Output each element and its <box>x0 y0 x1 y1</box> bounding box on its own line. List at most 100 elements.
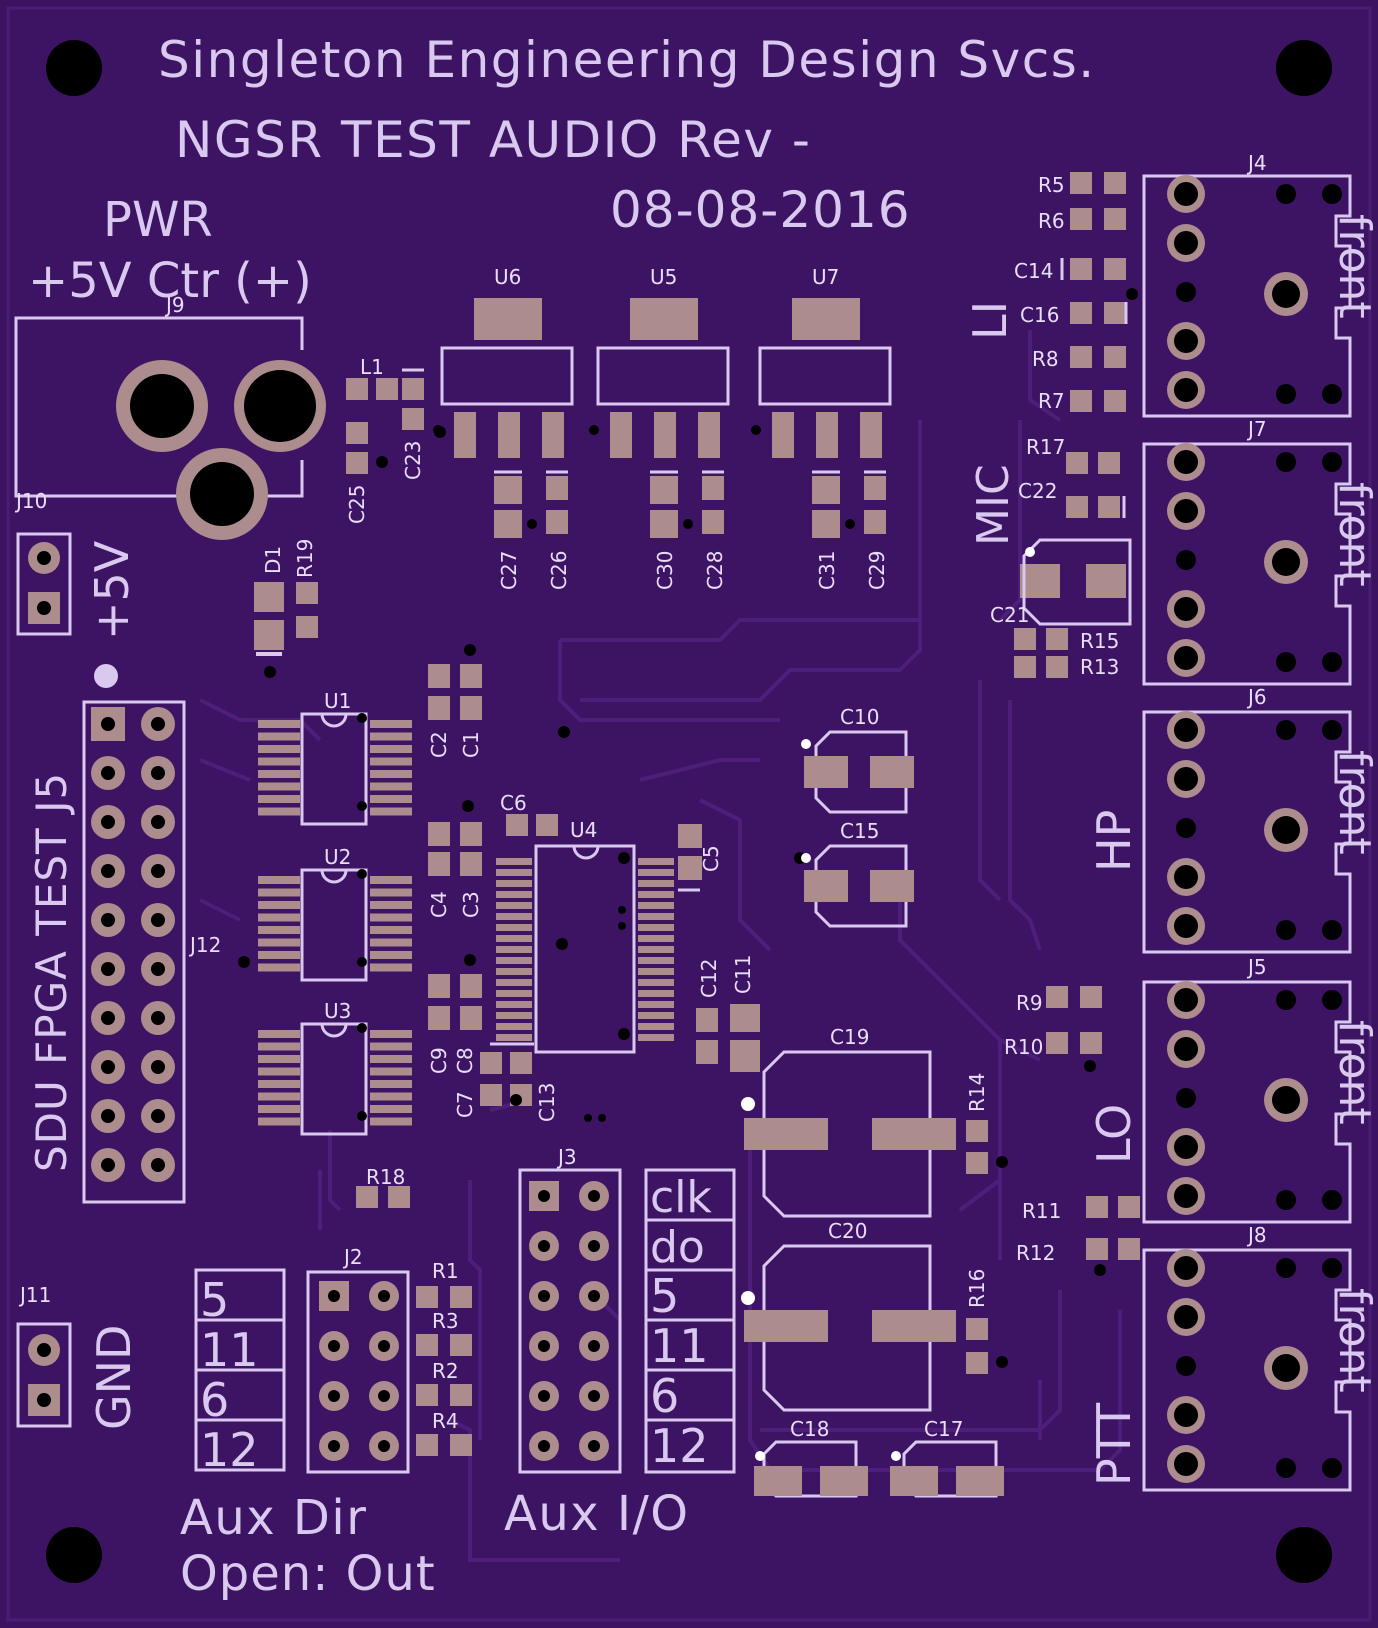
aux-dir: 5 11 6 12 J2 Aux Dir Open: Out <box>180 1245 436 1602</box>
aux-io: J3 clk do 5 11 6 12 Aux I/O <box>504 1145 736 1542</box>
reg-ref-u5: U5 <box>650 265 677 289</box>
mount-hole-bl <box>46 1527 102 1583</box>
c3-ref: C3 <box>459 891 483 918</box>
c11-ref: C11 <box>731 955 755 994</box>
r1-ref: R1 <box>432 1259 459 1283</box>
j10-ref: J10 <box>14 489 47 513</box>
aux-io-pin-1: clk <box>650 1172 712 1223</box>
c8-ref: C8 <box>453 1047 477 1074</box>
header-line1: Singleton Engineering Design Svcs. <box>158 31 1096 89</box>
aux-dir-pin-4: 12 <box>200 1423 259 1477</box>
aux-dir-caption2: Open: Out <box>180 1546 436 1602</box>
jack-ref-j7: J7 <box>1246 417 1267 441</box>
gnd-label: GND <box>87 1325 141 1430</box>
j10-pins <box>28 542 60 624</box>
jack-label-li: LI <box>963 301 1017 340</box>
traces <box>199 330 1122 1562</box>
r5-ref: R5 <box>1038 173 1065 197</box>
reg-ref-u6: U6 <box>494 265 521 289</box>
passives-center <box>356 664 760 1208</box>
jack-front-j4: front <box>1329 214 1378 319</box>
power-title: PWR <box>103 192 213 248</box>
c5-ref: C5 <box>699 845 723 872</box>
mount-hole-br <box>1276 1527 1332 1583</box>
r13-ref: R13 <box>1080 655 1119 679</box>
r19-ref: R19 <box>293 539 317 578</box>
r14-ref: R14 <box>965 1073 989 1112</box>
power-jack <box>116 360 326 540</box>
c19-ref: C19 <box>830 1025 869 1049</box>
aux-io-pin-2: do <box>650 1222 705 1273</box>
c14-ref: C14 <box>1014 259 1053 283</box>
soic-ref-u2: U2 <box>324 845 351 869</box>
c30-ref: C30 <box>653 551 677 590</box>
u4-package: U4 <box>496 818 674 1054</box>
c19-c20: C19 C20 R14 R16 <box>741 1025 1008 1412</box>
jack-label-mic: MIC <box>968 464 1019 546</box>
jack-front-j7: front <box>1329 482 1378 587</box>
jack-label-hp: HP <box>1087 810 1141 872</box>
c1-ref: C1 <box>459 731 483 758</box>
c18-ref: C18 <box>790 1417 829 1441</box>
c12-ref: C12 <box>697 959 721 998</box>
c22-ref: C22 <box>1018 479 1057 503</box>
r17-ref: R17 <box>1026 435 1065 459</box>
r7-ref: R7 <box>1038 389 1065 413</box>
audio-jacks <box>1142 174 1352 1492</box>
r1-r4: R1 R3 R2 R4 <box>416 1259 472 1456</box>
r3-ref: R3 <box>432 1309 459 1333</box>
aux-io-caption: Aux I/O <box>504 1486 690 1542</box>
aux-dir-pin-2: 11 <box>200 1323 259 1377</box>
c21-ref: C21 <box>990 603 1029 627</box>
jack-front-j8: front <box>1329 1288 1378 1393</box>
c31-ref: C31 <box>815 551 839 590</box>
c27-ref: C27 <box>497 551 521 590</box>
c7-ref: C7 <box>453 1091 477 1118</box>
jack-ref-j4: J4 <box>1246 151 1267 175</box>
aux-io-pin-5: 6 <box>650 1369 679 1423</box>
mount-hole-tr <box>1276 40 1332 96</box>
u4-ref: U4 <box>570 818 597 842</box>
r15-ref: R15 <box>1080 629 1119 653</box>
jack-label-lo: LO <box>1087 1104 1141 1164</box>
jack-j9-ref: J9 <box>164 293 185 317</box>
sdu-fpga-label: SDU FPGA TEST J5 <box>27 772 76 1172</box>
c17-ref: C17 <box>924 1417 963 1441</box>
c9-ref: C9 <box>427 1047 451 1074</box>
aux-io-pin-6: 12 <box>650 1419 709 1473</box>
jack-j9-outline <box>14 316 304 498</box>
aux-io-pin-3: 5 <box>650 1269 679 1323</box>
jack-front-j5: front <box>1329 1020 1378 1125</box>
aux-dir-pin-1: 5 <box>200 1273 229 1327</box>
c10-ref: C10 <box>840 705 879 729</box>
r4-ref: R4 <box>432 1409 459 1433</box>
c13-ref: C13 <box>535 1083 559 1122</box>
c25-ref: C25 <box>345 485 369 524</box>
j12-pins <box>91 707 175 1182</box>
mount-hole-tl <box>46 40 102 96</box>
r8-ref: R8 <box>1032 347 1059 371</box>
header-line2: NGSR TEST AUDIO Rev - <box>175 111 811 169</box>
c18-c17: C18 C17 <box>754 1417 1004 1498</box>
soic-ref-u3: U3 <box>324 999 351 1023</box>
r11-ref: R11 <box>1022 1199 1061 1223</box>
c26-ref: C26 <box>547 551 571 590</box>
j12-ref: J12 <box>188 933 221 957</box>
c2-ref: C2 <box>427 731 451 758</box>
j11-pins <box>28 1334 60 1416</box>
right-passives: R5 R6 C14 C16 R8 R7 R17 C22 <box>990 172 1140 1276</box>
reg-ref-u7: U7 <box>812 265 839 289</box>
r6-ref: R6 <box>1038 209 1065 233</box>
r16-ref: R16 <box>965 1269 989 1308</box>
jack-ref-j8: J8 <box>1246 1223 1267 1247</box>
j3-ref: J3 <box>556 1145 577 1169</box>
c6-ref: C6 <box>500 791 527 815</box>
r18-ref: R18 <box>366 1165 405 1189</box>
power-spec: +5V Ctr (+) <box>28 253 312 309</box>
jack-label-ptt: PTT <box>1087 1402 1141 1486</box>
aux-dir-pin-3: 6 <box>200 1373 229 1427</box>
c23-ref: C23 <box>401 441 425 480</box>
